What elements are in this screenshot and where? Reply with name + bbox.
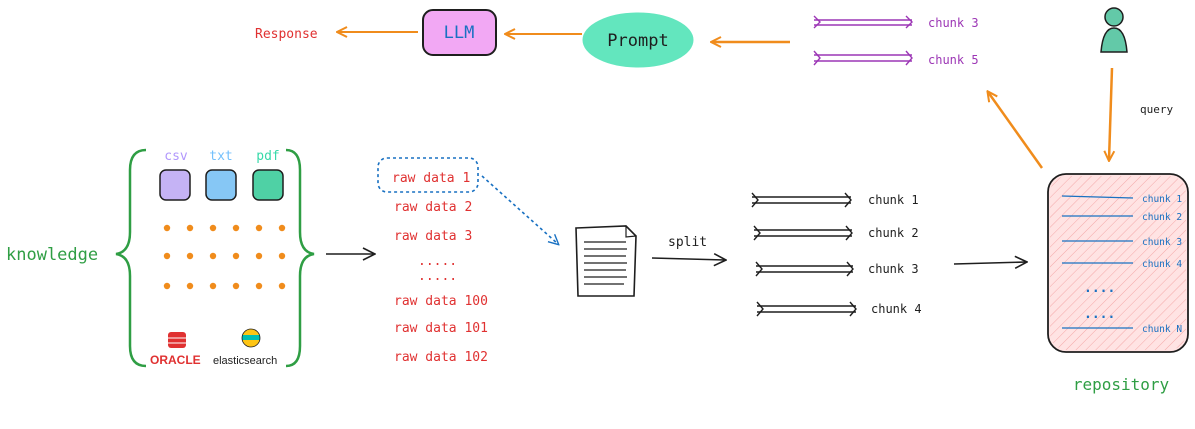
repository-chunk-label: chunk N (1142, 324, 1182, 335)
response-label: Response (255, 27, 318, 42)
knowledge-dot (232, 224, 240, 232)
elasticsearch-icon (241, 328, 261, 348)
arrow-split (651, 258, 725, 260)
raw-data-item: raw data 1 (392, 171, 470, 186)
repository-ellipsis: .... (1084, 281, 1115, 296)
prompt-ellipse (582, 12, 694, 68)
raw-data-item: raw data 2 (394, 200, 472, 215)
split-chunk-label: chunk 2 (868, 226, 919, 240)
query-label: query (1140, 103, 1173, 116)
raw-data-1-highlight (377, 157, 479, 193)
llm-label: LLM (444, 23, 475, 43)
pdf-file-icon (252, 169, 284, 201)
csv-file-icon (159, 169, 191, 201)
retrieved-chunk-3-lines (813, 15, 913, 29)
split-chunk-lines (753, 225, 853, 241)
knowledge-dot (209, 252, 217, 260)
file-type-pdf-label: pdf (256, 149, 279, 164)
raw-data-item: raw data 101 (394, 321, 488, 336)
txt-file-icon (205, 169, 237, 201)
split-chunk-lines (756, 301, 857, 317)
raw-data-item: raw data 102 (394, 350, 488, 365)
knowledge-dot (163, 224, 171, 232)
raw-data-item: raw data 3 (394, 229, 472, 244)
knowledge-dot (255, 252, 263, 260)
retrieved-chunk-5-lines (813, 50, 913, 66)
knowledge-dot (186, 252, 194, 260)
knowledge-dot (255, 282, 263, 290)
knowledge-dot (278, 224, 286, 232)
llm-box (422, 9, 497, 56)
repository-chunk-label: chunk 3 (1142, 237, 1182, 248)
knowledge-dot (278, 252, 286, 260)
knowledge-dot (209, 282, 217, 290)
split-label: split (668, 235, 707, 250)
split-chunk-lines (755, 261, 854, 277)
oracle-db-icon (168, 332, 186, 348)
knowledge-label: knowledge (6, 245, 98, 265)
knowledge-left-brace (115, 148, 147, 368)
knowledge-dot (186, 282, 194, 290)
document-icon (575, 225, 637, 297)
user-icon (1100, 7, 1128, 53)
repository-chunk-line (1061, 195, 1134, 199)
file-type-txt-label: txt (209, 149, 232, 164)
split-chunk-lines (751, 192, 852, 208)
file-type-csv-label: csv (164, 149, 188, 164)
split-chunk-label: chunk 1 (868, 193, 919, 207)
knowledge-dot-grid (163, 224, 286, 290)
raw-data-list: raw data 1 raw data 2 raw data 3..........… (392, 171, 488, 365)
arrow-chunks-to-repo (953, 262, 1026, 264)
retrieved-chunk-label: chunk 5 (928, 53, 979, 67)
knowledge-dot (163, 252, 171, 260)
prompt-label: Prompt (607, 31, 668, 51)
repository-chunk-label: chunk 1 (1142, 194, 1182, 205)
arrow-query (1109, 67, 1112, 160)
split-chunk-label: chunk 3 (868, 262, 919, 276)
knowledge-dot (209, 224, 217, 232)
repository-chunk-label: chunk 2 (1142, 212, 1182, 223)
raw-data-item: ..... (418, 254, 457, 269)
knowledge-dot (278, 282, 286, 290)
repository-list: chunk 1 chunk 2 chunk 3 chunk 4........ chun… (1061, 194, 1182, 335)
knowledge-dot (163, 282, 171, 290)
repository-label: repository (1073, 375, 1170, 394)
arrow-repo-to-chunks (988, 92, 1044, 169)
raw-data-item: ..... (418, 269, 457, 284)
repository-ellipsis: .... (1084, 307, 1115, 322)
knowledge-dot (232, 282, 240, 290)
knowledge-dot (232, 252, 240, 260)
knowledge-right-brace (285, 148, 315, 368)
retrieved-chunk-label: chunk 3 (928, 16, 979, 30)
oracle-logo-text: ORACLE (150, 353, 201, 367)
repository-chunk-label: chunk 4 (1142, 259, 1182, 270)
arrow-raw-to-document (481, 175, 558, 244)
raw-data-item: raw data 100 (394, 294, 488, 309)
elasticsearch-logo-text: elasticsearch (213, 355, 277, 367)
split-chunk-label: chunk 4 (871, 302, 922, 316)
knowledge-dot (255, 224, 263, 232)
split-chunks: chunk 1 chunk 2 chunk 3 chunk 4 (751, 192, 922, 317)
knowledge-dot (186, 224, 194, 232)
